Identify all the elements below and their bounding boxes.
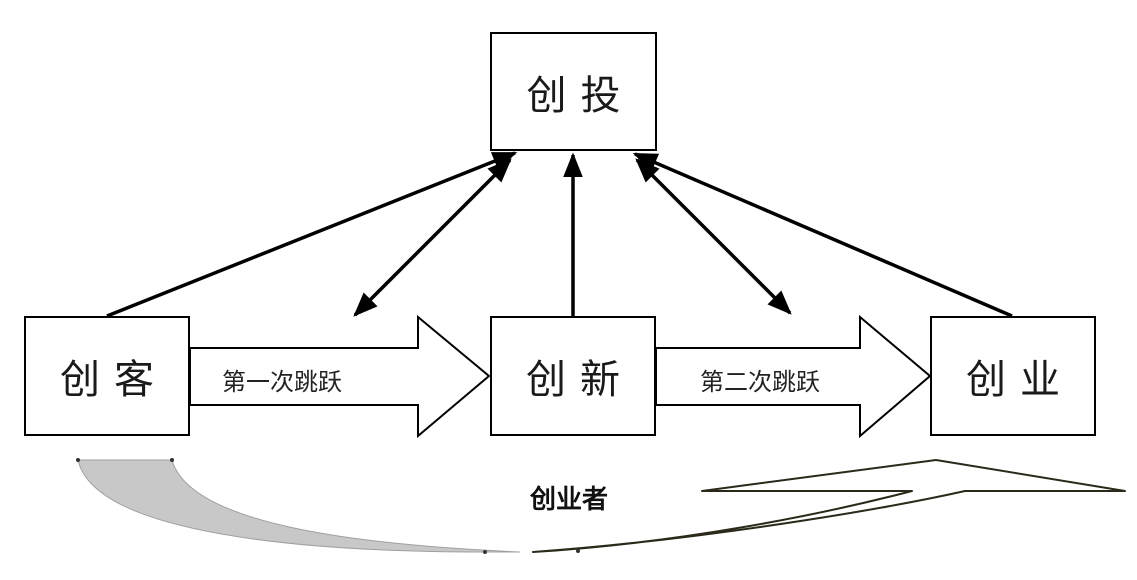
leap-arrow-second <box>655 314 932 439</box>
node-maker: 创客 <box>24 316 190 436</box>
node-invest: 创投 <box>490 32 657 151</box>
node-innovation-label: 创新 <box>526 357 634 403</box>
sweep-dot <box>483 550 487 554</box>
leap-arrow-first <box>189 314 491 439</box>
entrepreneur-label: 创业者 <box>530 485 609 515</box>
sweep-dot <box>576 549 580 553</box>
leap-second-label: 第二次跳跃 <box>700 368 820 396</box>
sweep-dot <box>76 458 80 462</box>
sweep-dot <box>170 458 174 462</box>
edge-business-to-invest <box>632 152 1013 318</box>
curved-outline-arrow <box>532 459 1126 553</box>
edge-invest-double-right <box>635 158 792 315</box>
gray-sweep-shape <box>77 459 521 553</box>
node-innovation: 创新 <box>490 316 656 436</box>
node-business-label: 创业 <box>966 357 1074 403</box>
edge-maker-to-invest <box>106 151 518 318</box>
node-business: 创业 <box>930 316 1096 436</box>
leap-first-label: 第一次跳跃 <box>222 368 342 396</box>
node-maker-label: 创客 <box>60 357 168 403</box>
node-invest-label: 创投 <box>526 72 635 119</box>
edge-invest-double-left <box>353 158 512 317</box>
